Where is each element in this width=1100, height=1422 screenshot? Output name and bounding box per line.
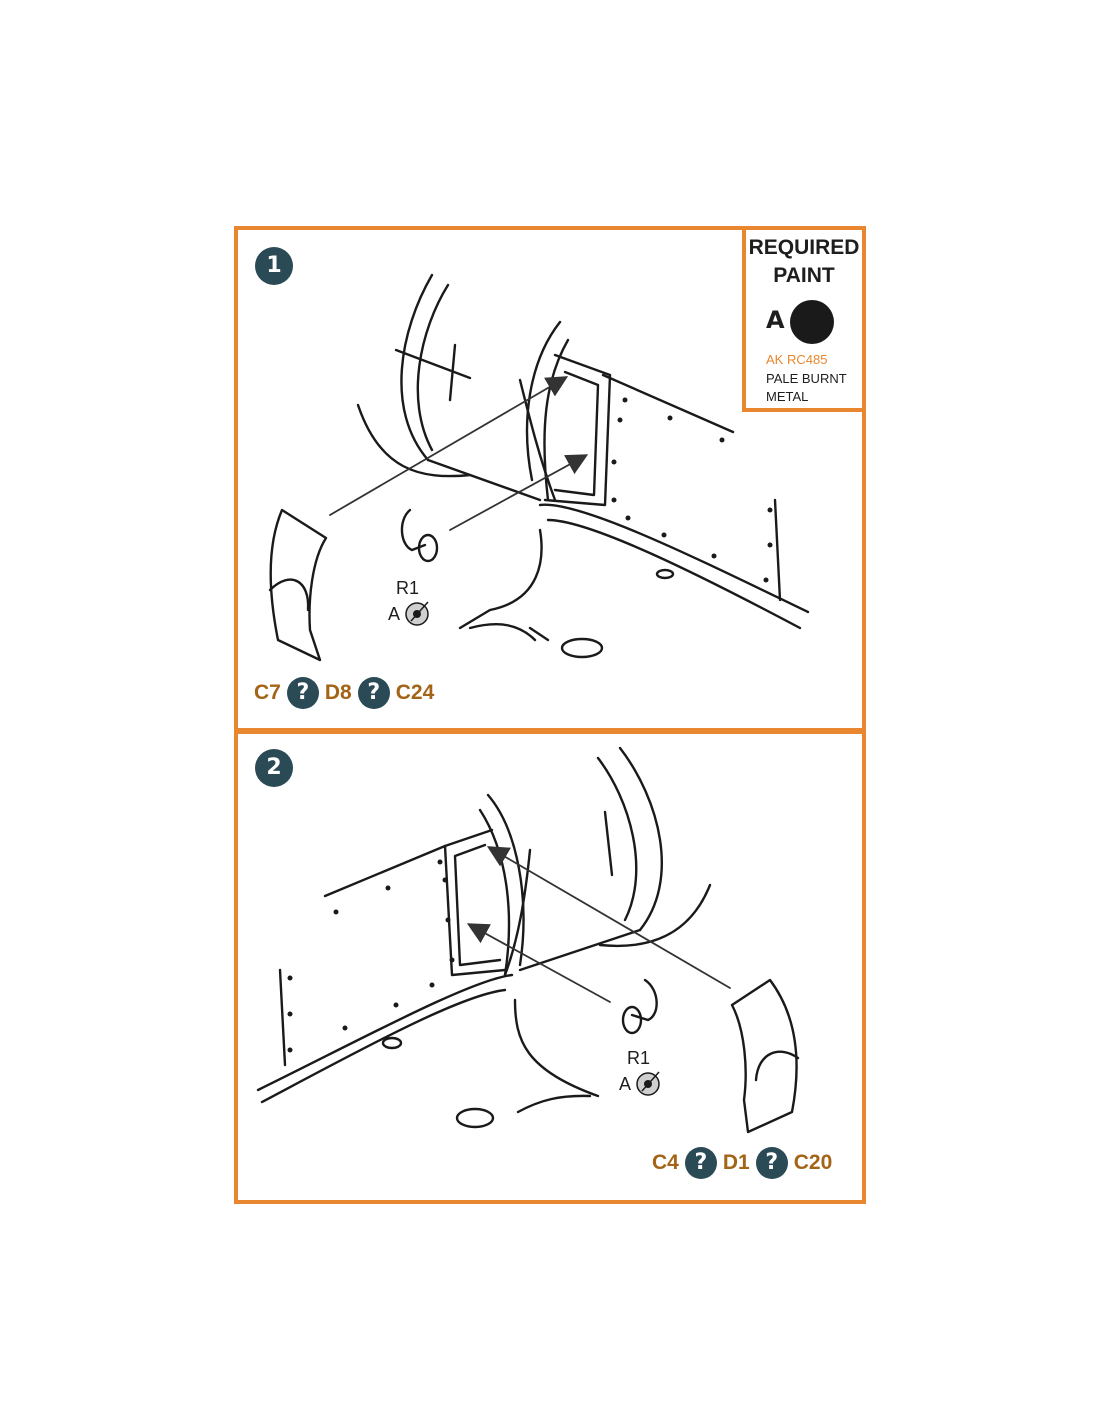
paint-code: AK RC485 xyxy=(766,352,828,367)
paint-swatch xyxy=(790,300,834,344)
step-1-parts-row: C7 ? D8 ? C24 xyxy=(254,677,434,709)
step-1-badge: 1 xyxy=(255,247,293,285)
part-id: C4 xyxy=(652,1151,679,1174)
title-line-1: REQUIRED xyxy=(748,236,860,259)
step-2-fuselage-drawing xyxy=(256,746,800,1134)
step-2-r1-label: R1 xyxy=(627,1048,651,1068)
step-1-fuselage-drawing xyxy=(268,273,810,662)
question-icon: ? xyxy=(684,1147,717,1179)
step-1-r1-label: R1 xyxy=(396,578,420,598)
part-id: D1 xyxy=(722,1151,750,1174)
required-paint-legend: REQUIRED PAINT A AK RC485 PALE BURNT MET… xyxy=(742,226,866,412)
paint-ref-icons xyxy=(405,601,660,1096)
step-2-paint-letter: A xyxy=(619,1074,632,1094)
step-1-paint-letter: A xyxy=(388,604,401,624)
part-id: C24 xyxy=(395,681,435,704)
required-paint-title: REQUIRED PAINT xyxy=(746,234,862,290)
part-id: D8 xyxy=(324,681,352,704)
part-id: C7 xyxy=(254,681,281,704)
paint-letter: A xyxy=(766,306,785,334)
question-icon: ? xyxy=(286,677,319,709)
part-id: C20 xyxy=(793,1151,833,1174)
step-2-badge: 2 xyxy=(255,749,293,787)
question-icon: ? xyxy=(755,1147,788,1179)
step-2-parts-row: C4 ? D1 ? C20 xyxy=(652,1147,832,1179)
question-icon: ? xyxy=(357,677,390,709)
paint-name: PALE BURNT METAL xyxy=(766,371,847,404)
title-line-2: PAINT xyxy=(773,264,835,287)
